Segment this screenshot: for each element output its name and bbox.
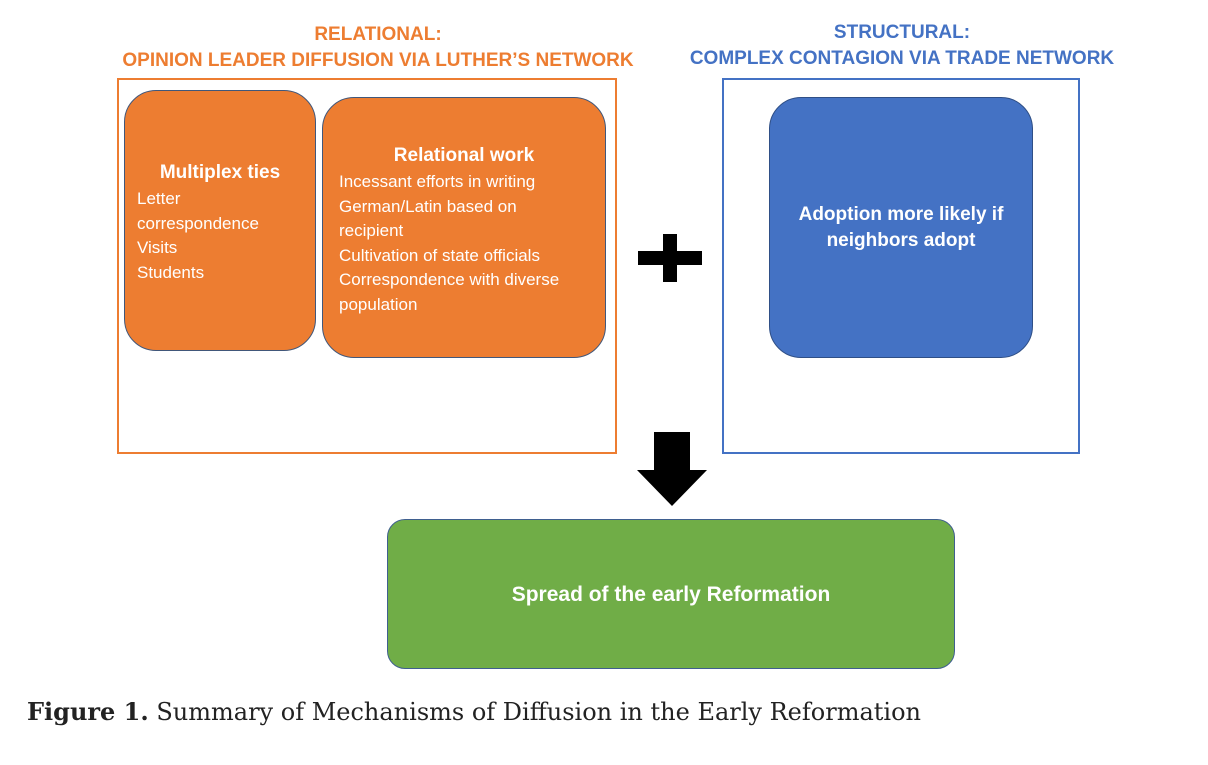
complex-contagion-text: Adoption more likely if neighbors adopt bbox=[770, 202, 1032, 254]
figure-caption-label: Figure 1. bbox=[27, 697, 149, 726]
outcome-card: Spread of the early Reformation bbox=[387, 519, 955, 669]
figure-caption: Figure 1. Summary of Mechanisms of Diffu… bbox=[27, 697, 921, 726]
list-item: Cultivation of state officials bbox=[339, 245, 540, 265]
figure-caption-text: Summary of Mechanisms of Diffusion in th… bbox=[156, 698, 921, 726]
list-item: German/Latin based on bbox=[339, 196, 517, 216]
multiplex-ties-card: Multiplex ties Letter correspondence Vis… bbox=[124, 90, 316, 351]
structural-heading-line2: COMPLEX CONTAGION VIA TRADE NETWORK bbox=[689, 48, 1115, 69]
arrow-down-icon bbox=[637, 432, 707, 506]
relational-work-list: Incessant efforts in writing German/Lati… bbox=[339, 170, 559, 317]
list-item: recipient bbox=[339, 221, 404, 240]
list-item: Letter bbox=[137, 189, 181, 208]
relational-heading-line2: OPINION LEADER DIFFUSION VIA LUTHER’S NE… bbox=[122, 50, 634, 71]
complex-contagion-line1: Adoption more likely if bbox=[798, 204, 1004, 225]
multiplex-ties-title: Multiplex ties bbox=[159, 162, 281, 183]
outcome-label: Spread of the early Reformation bbox=[511, 583, 831, 606]
complex-contagion-line2: neighbors adopt bbox=[826, 230, 976, 251]
relational-heading: RELATIONAL: OPINION LEADER DIFFUSION VIA… bbox=[117, 22, 639, 74]
list-item: Incessant efforts in writing bbox=[339, 172, 536, 191]
multiplex-ties-list: Letter correspondence Visits Students bbox=[137, 187, 259, 285]
list-item: Students bbox=[137, 262, 205, 282]
arrow-down-icon-svg bbox=[637, 432, 707, 506]
structural-frame bbox=[722, 78, 1080, 454]
plus-icon-svg bbox=[638, 234, 702, 282]
relational-work-card: Relational work Incessant efforts in wri… bbox=[322, 97, 606, 358]
plus-icon bbox=[638, 234, 702, 282]
complex-contagion-card: Adoption more likely if neighbors adopt bbox=[769, 97, 1033, 358]
structural-heading-line1: STRUCTURAL: bbox=[833, 22, 971, 43]
list-item: correspondence bbox=[137, 213, 259, 233]
relational-heading-line1: RELATIONAL: bbox=[314, 24, 442, 45]
list-item: population bbox=[339, 294, 418, 314]
list-item: Correspondence with diverse bbox=[339, 270, 560, 289]
list-item: Visits bbox=[137, 238, 178, 257]
structural-heading: STRUCTURAL: COMPLEX CONTAGION VIA TRADE … bbox=[682, 20, 1122, 72]
relational-frame bbox=[117, 78, 617, 454]
relational-work-title: Relational work bbox=[393, 145, 535, 166]
